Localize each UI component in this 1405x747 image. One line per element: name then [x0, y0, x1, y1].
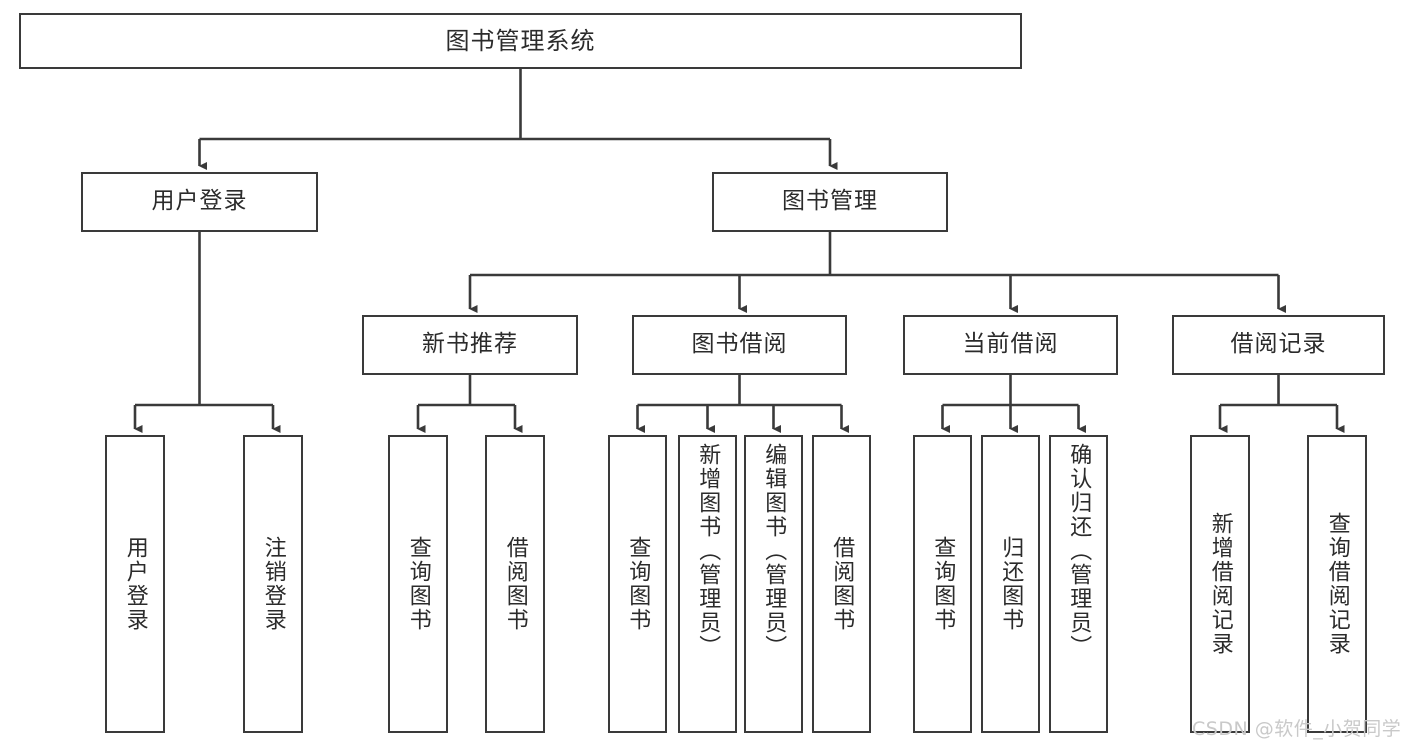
node-leaf-return-book-label: 归还图书: [998, 536, 1024, 632]
node-leaf-user-login-label: 用户登录: [122, 536, 148, 632]
node-leaf-borrow-book-recommend[interactable]: 借阅图书: [485, 435, 545, 733]
node-leaf-add-book-admin[interactable]: 新增图书（管理员）: [678, 435, 737, 733]
node-leaf-query-book-borrow-label: 查询图书: [625, 536, 651, 632]
node-book-borrow[interactable]: 图书借阅: [632, 315, 847, 375]
watermark: CSDN @软件_小贺同学: [1192, 714, 1401, 741]
node-leaf-logout-login-label: 注销登录: [260, 536, 286, 632]
node-leaf-query-borrow-record-label: 查询借阅记录: [1324, 512, 1350, 656]
node-current-borrow-label: 当前借阅: [962, 331, 1059, 358]
node-borrow-record[interactable]: 借阅记录: [1172, 315, 1385, 375]
node-leaf-borrow-book-label: 借阅图书: [829, 536, 855, 632]
node-leaf-edit-book-admin[interactable]: 编辑图书（管理员）: [744, 435, 803, 733]
node-leaf-borrow-book-recommend-label: 借阅图书: [502, 536, 528, 632]
node-root-label: 图书管理系统: [445, 26, 596, 55]
node-user-login-label: 用户登录: [151, 188, 248, 215]
node-new-book-recommend-label: 新书推荐: [422, 331, 518, 358]
node-new-book-recommend[interactable]: 新书推荐: [362, 315, 578, 375]
node-leaf-add-book-admin-label: 新增图书（管理员）: [695, 443, 721, 659]
node-leaf-confirm-return-admin-label: 确认归还（管理员）: [1066, 443, 1092, 659]
node-book-management-label: 图书管理: [782, 188, 878, 215]
node-leaf-user-login[interactable]: 用户登录: [105, 435, 165, 733]
watermark-text: CSDN @软件_小贺同学: [1192, 718, 1402, 740]
node-leaf-query-book-recommend-label: 查询图书: [405, 536, 431, 632]
node-leaf-add-borrow-record[interactable]: 新增借阅记录: [1190, 435, 1250, 733]
node-leaf-query-borrow-record[interactable]: 查询借阅记录: [1307, 435, 1367, 733]
node-book-management[interactable]: 图书管理: [712, 172, 948, 232]
node-book-borrow-label: 图书借阅: [691, 331, 788, 358]
node-leaf-add-borrow-record-label: 新增借阅记录: [1207, 512, 1233, 656]
node-leaf-query-book-current-label: 查询图书: [930, 536, 956, 632]
node-leaf-return-book[interactable]: 归还图书: [981, 435, 1040, 733]
node-leaf-edit-book-admin-label: 编辑图书（管理员）: [761, 443, 787, 659]
node-leaf-confirm-return-admin[interactable]: 确认归还（管理员）: [1049, 435, 1108, 733]
node-root[interactable]: 图书管理系统: [19, 13, 1022, 69]
node-leaf-query-book-recommend[interactable]: 查询图书: [388, 435, 448, 733]
node-leaf-query-book-current[interactable]: 查询图书: [913, 435, 972, 733]
node-leaf-logout-login[interactable]: 注销登录: [243, 435, 303, 733]
node-leaf-query-book-borrow[interactable]: 查询图书: [608, 435, 667, 733]
node-user-login[interactable]: 用户登录: [81, 172, 318, 232]
node-leaf-borrow-book[interactable]: 借阅图书: [812, 435, 871, 733]
node-borrow-record-label: 借阅记录: [1230, 331, 1327, 358]
node-current-borrow[interactable]: 当前借阅: [903, 315, 1118, 375]
